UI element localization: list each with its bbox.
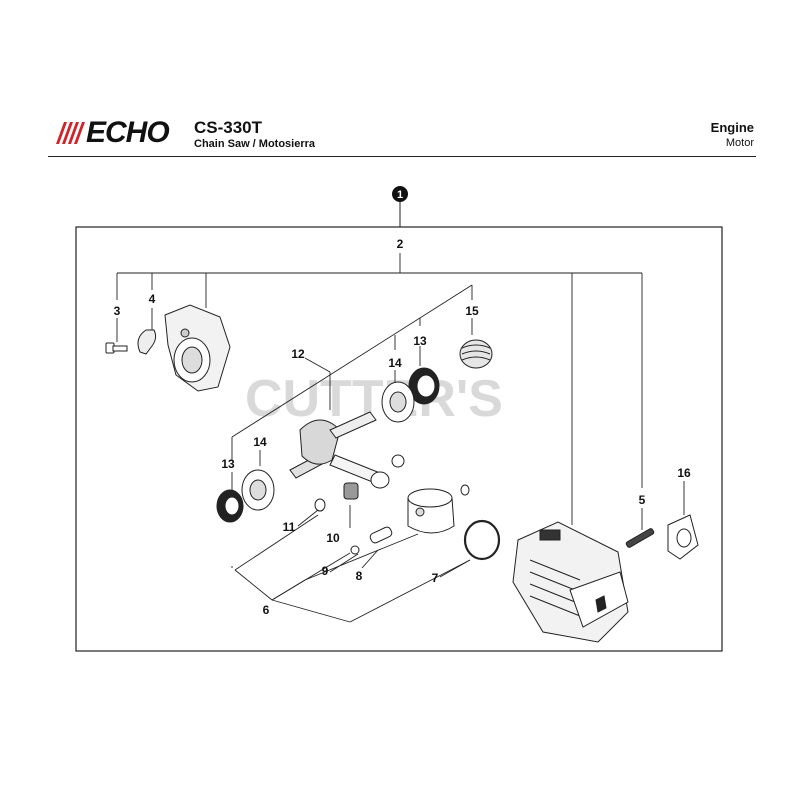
part-13-upper-seal bbox=[408, 367, 440, 405]
callout-6: 6 bbox=[263, 603, 270, 617]
callout-7: 7 bbox=[432, 571, 439, 585]
callout-11: 11 bbox=[283, 520, 296, 534]
callout-12: 12 bbox=[291, 347, 305, 361]
part-7-piston-ring bbox=[463, 519, 501, 561]
section-subtitle: Motor bbox=[725, 137, 754, 149]
part-16-gasket bbox=[667, 514, 699, 560]
part-4-clamp bbox=[137, 329, 157, 355]
brand-logo: ECHO bbox=[86, 116, 170, 149]
part-15-spring bbox=[459, 339, 493, 369]
diagram-frame bbox=[75, 226, 723, 652]
callout-13-lower: 13 bbox=[221, 457, 235, 471]
callout-13-upper: 13 bbox=[413, 334, 427, 348]
header-divider bbox=[48, 156, 756, 157]
callout-10: 10 bbox=[326, 531, 340, 545]
callout-5: 5 bbox=[639, 493, 646, 507]
part-8-piston-pin bbox=[369, 526, 393, 544]
echo-logo-stripes bbox=[56, 122, 85, 144]
part-11-washer bbox=[314, 498, 326, 512]
part-9-clip bbox=[350, 545, 360, 555]
part-piston bbox=[407, 488, 455, 534]
callout-16: 16 bbox=[677, 466, 691, 480]
product-subtitle: Chain Saw / Motosierra bbox=[194, 138, 316, 150]
callout-15: 15 bbox=[465, 304, 479, 318]
part-12-crankshaft bbox=[289, 411, 390, 489]
part-crankcase bbox=[164, 304, 231, 392]
callout-14-lower: 14 bbox=[253, 435, 267, 449]
part-ring-small bbox=[391, 454, 405, 468]
callout-labels: 2 3 4 5 6 7 8 9 10 11 12 13 13 14 14 15 … bbox=[114, 237, 691, 617]
callout-4: 4 bbox=[149, 292, 156, 306]
callout-8: 8 bbox=[356, 569, 363, 583]
part-14-upper-bearing bbox=[381, 381, 415, 423]
callout-3: 3 bbox=[114, 304, 121, 318]
part-13-lower-seal bbox=[216, 489, 244, 523]
page-header: ECHO CS-330T Chain Saw / Motosierra Engi… bbox=[48, 112, 756, 156]
part-cylinder bbox=[512, 521, 629, 643]
part-3-bolt bbox=[105, 342, 128, 354]
callout-14-upper: 14 bbox=[388, 356, 402, 370]
model-number: CS-330T bbox=[194, 118, 263, 137]
section-title: Engine bbox=[710, 120, 754, 135]
part-5-pin bbox=[625, 528, 655, 548]
parts-art bbox=[105, 304, 699, 643]
part-10-needle-bearing bbox=[343, 482, 359, 500]
part-14-lower-bearing bbox=[241, 469, 275, 511]
assembly-badge-number: 1 bbox=[397, 189, 403, 201]
callout-9: 9 bbox=[322, 564, 329, 578]
leader-lines bbox=[116, 253, 685, 623]
assembly-badge: 1 bbox=[392, 186, 408, 202]
part-clip-top bbox=[460, 484, 470, 496]
callout-2: 2 bbox=[397, 237, 404, 251]
